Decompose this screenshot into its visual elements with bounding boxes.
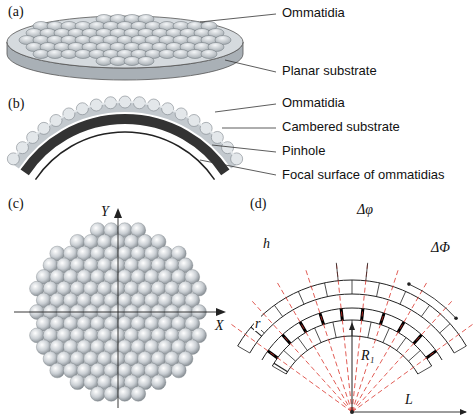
panel-label: (c) (8, 196, 24, 211)
angle-tick (366, 263, 368, 281)
cell-wall (383, 328, 390, 343)
part-name: Ommatidia (282, 96, 345, 110)
dimension-label: R₁ (360, 348, 375, 363)
part-name: Pinhole (282, 144, 325, 158)
ommatidium (124, 57, 140, 66)
geometry-section (231, 263, 474, 415)
length-line (352, 412, 466, 413)
cell-wall (333, 322, 336, 338)
optical-axis (252, 301, 352, 412)
dimension-label: L (404, 392, 414, 407)
ommatidium-sphere (171, 363, 186, 378)
ommatidium (33, 50, 49, 59)
ommatidium-sphere (90, 386, 105, 401)
focal-surface (35, 132, 214, 180)
dimension-label: h (262, 236, 271, 251)
part-name: Planar substrate (282, 64, 377, 78)
optical-axis (352, 324, 473, 412)
optical-axis (352, 263, 368, 412)
ommatidium (47, 50, 63, 59)
ommatidium (110, 57, 126, 66)
angle-label: Δφ (356, 202, 374, 217)
leader-line (222, 128, 276, 129)
radius-line (352, 326, 353, 412)
ommatidium (96, 57, 112, 66)
ommatidium (173, 50, 189, 59)
part-name: Cambered substrate (282, 120, 400, 134)
arrowhead (460, 409, 467, 415)
leader-line (200, 160, 276, 175)
ommatidium-wall (238, 346, 250, 353)
panel-label: (b) (8, 96, 24, 111)
cell-wall (418, 366, 432, 374)
axis-label: X (214, 318, 225, 333)
axis-label: Y (100, 204, 110, 219)
ommatidium-sphere (117, 386, 132, 401)
ommatidium (138, 57, 154, 66)
cell-wall (368, 322, 371, 338)
ommatidium-wall (352, 280, 353, 294)
optical-axis (306, 269, 352, 412)
cambered-section (7, 96, 242, 180)
ommatidium-sphere (70, 375, 85, 390)
ommatidium-wall (440, 324, 450, 333)
ommatidium-sphere (50, 363, 65, 378)
optical-axis (277, 282, 352, 412)
optical-axis (231, 324, 352, 412)
center-point (350, 410, 354, 414)
angle-arc (409, 284, 456, 318)
axis-arrow (216, 308, 226, 316)
ommatidium (159, 50, 175, 59)
pinhole-layer (25, 119, 226, 172)
angle-tick (336, 263, 338, 281)
dimension-label: r (254, 316, 261, 331)
panel-label: (a) (8, 4, 24, 19)
ommatidium (75, 50, 91, 59)
planar-array (7, 15, 243, 81)
leader-line (212, 145, 276, 152)
part-name: Focal surface of ommatidias (282, 168, 445, 182)
optical-axis (352, 282, 427, 412)
cell-wall (298, 338, 307, 351)
ommatidium-sphere (151, 375, 166, 390)
cell-wall (408, 350, 420, 361)
leader-line (200, 14, 276, 22)
arrowhead (349, 322, 355, 330)
optical-axis (352, 269, 398, 412)
ommatidium (61, 50, 77, 59)
leader-line (225, 60, 276, 72)
ommatidium-wall (325, 283, 328, 297)
optical-axis (352, 301, 452, 412)
ommatidium-wall (454, 346, 466, 353)
axis-arrow (114, 208, 122, 218)
ommatidia-base (11, 102, 240, 163)
ommatidium-wall (298, 291, 304, 304)
ommatidium-sphere (131, 386, 146, 401)
x-axis (14, 312, 222, 313)
part-name: Ommatidia (282, 6, 345, 20)
ommatidium-wall (377, 283, 380, 297)
arc-end (407, 282, 411, 286)
cell-wall (284, 350, 296, 361)
ommatidium (201, 50, 217, 59)
ommatidium (187, 50, 203, 59)
ommatidium-sphere (104, 386, 119, 401)
panel-label: (d) (250, 196, 266, 211)
ommatidium-wall (400, 291, 406, 304)
cell-wall (315, 328, 322, 343)
arc-end (454, 317, 458, 321)
y-axis (118, 212, 119, 408)
thickness-mark (274, 363, 288, 371)
ommatidium-wall (421, 305, 429, 316)
cell-wall (397, 338, 406, 351)
angle-label: ΔΦ (430, 240, 451, 255)
ommatidium-wall (274, 305, 282, 316)
leader-line (215, 104, 276, 112)
